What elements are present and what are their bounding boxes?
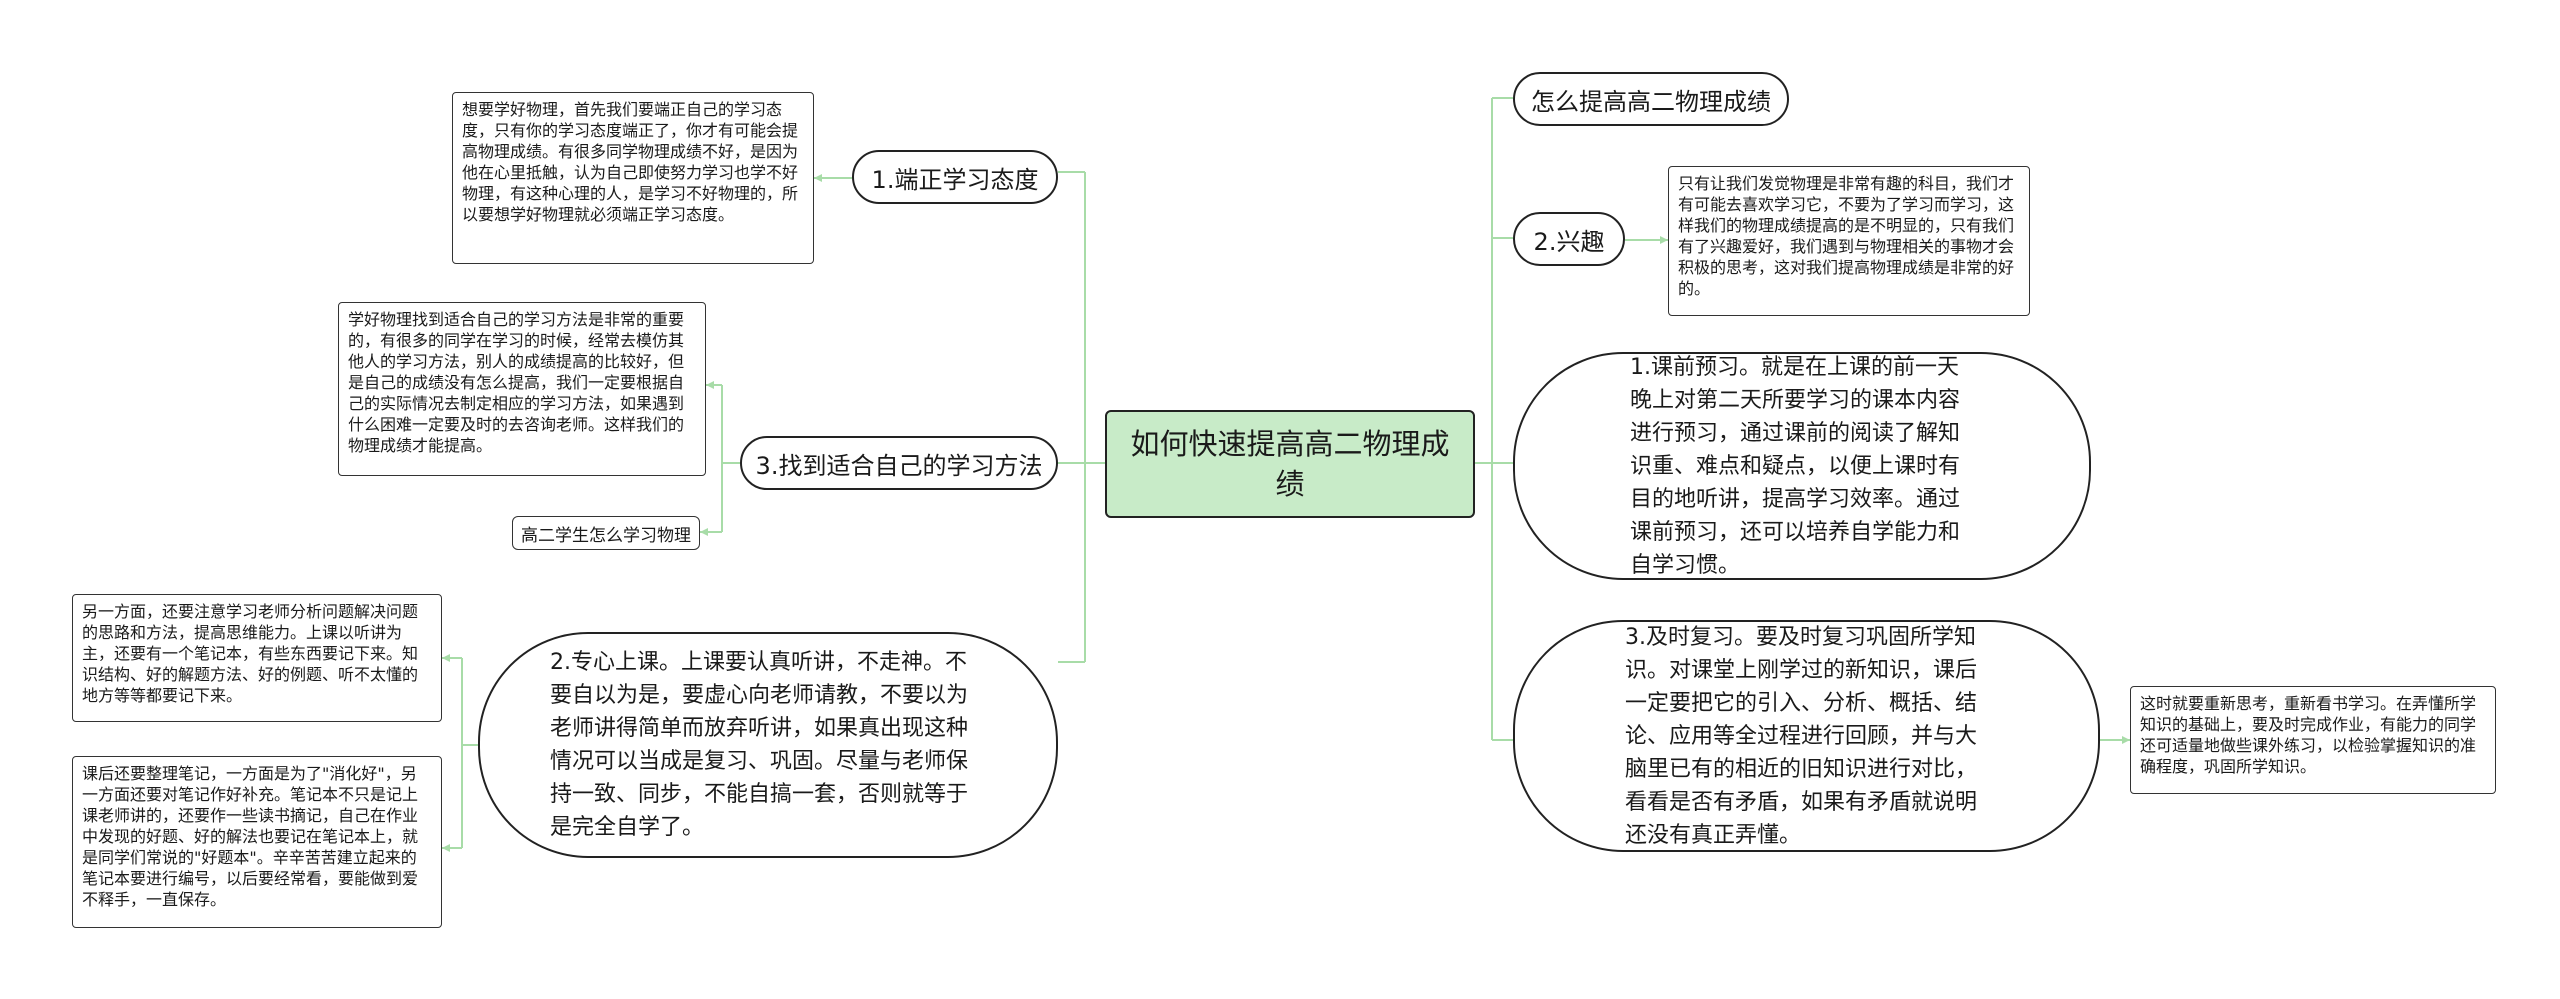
branch-focus[interactable]: 2.专心上课。上课要认真听讲，不走神。不要自以为是，要虚心向老师请教，不要以为老… — [478, 632, 1058, 858]
arrow-review-note — [2122, 736, 2130, 744]
subtopic-method-link[interactable]: 高二学生怎么学习物理 — [512, 516, 700, 550]
branch-method[interactable]: 3.找到适合自己的学习方法 — [740, 436, 1058, 490]
branch-focus-label: 2.专心上课。上课要认真听讲，不走神。不要自以为是，要虚心向老师请教，不要以为老… — [550, 650, 969, 840]
note-interest-text: 只有让我们发觉物理是非常有趣的科目，我们才有可能去喜欢学习它，不要为了学习而学习… — [1678, 174, 2015, 298]
note-method[interactable]: 学好物理找到适合自己的学习方法是非常的重要的，有很多的同学在学习的时候，经常去模… — [338, 302, 706, 476]
link-focus-sub — [461, 658, 478, 848]
arrow-method-note — [706, 381, 714, 389]
link-center-right-trunk — [1475, 98, 1493, 740]
note-review-text: 这时就要重新思考，重新看书学习。在弄懂所学知识的基础上，要及时完成作业，有能力的… — [2140, 694, 2477, 776]
note-attitude[interactable]: 想要学好物理，首先我们要端正自己的学习态度，只有你的学习态度端正了，你才有可能会… — [452, 92, 814, 264]
note-focus-2[interactable]: 课后还要整理笔记，一方面是为了"消化好"，另一方面还要对笔记作好补充。笔记本不只… — [72, 756, 442, 928]
branch-interest-label: 2.兴趣 — [1533, 227, 1605, 256]
link-center-left-trunk — [1084, 172, 1105, 662]
note-focus-1[interactable]: 另一方面，还要注意学习老师分析问题解决问题的思路和方法，提高思维能力。上课以听讲… — [72, 594, 442, 722]
arrow-attitude-note — [814, 174, 822, 182]
branch-method-label: 3.找到适合自己的学习方法 — [755, 451, 1043, 480]
note-method-text: 学好物理找到适合自己的学习方法是非常的重要的，有很多的同学在学习的时候，经常去模… — [348, 310, 685, 455]
branch-interest[interactable]: 2.兴趣 — [1513, 212, 1625, 266]
branch-preview-label: 1.课前预习。就是在上课的前一天晚上对第二天所要学习的课本内容进行预习，通过课前… — [1630, 354, 1961, 578]
note-focus-1-text: 另一方面，还要注意学习老师分析问题解决问题的思路和方法，提高思维能力。上课以听讲… — [82, 602, 419, 705]
branch-review[interactable]: 3.及时复习。要及时复习巩固所学知识。对课堂上刚学过的新知识，课后一定要把它的引… — [1513, 620, 2100, 852]
note-focus-2-text: 课后还要整理笔记，一方面是为了"消化好"，另一方面还要对笔记作好补充。笔记本不只… — [82, 764, 419, 909]
note-review[interactable]: 这时就要重新思考，重新看书学习。在弄懂所学知识的基础上，要及时完成作业，有能力的… — [2130, 686, 2496, 794]
arrow-focus-note2 — [442, 844, 450, 852]
branch-how-label: 怎么提高高二物理成绩 — [1531, 87, 1771, 116]
subtopic-method-link-label: 高二学生怎么学习物理 — [521, 525, 691, 546]
note-attitude-text: 想要学好物理，首先我们要端正自己的学习态度，只有你的学习态度端正了，你才有可能会… — [462, 100, 799, 224]
branch-review-label: 3.及时复习。要及时复习巩固所学知识。对课堂上刚学过的新知识，课后一定要把它的引… — [1625, 624, 1978, 848]
branch-attitude-label: 1.端正学习态度 — [871, 165, 1039, 194]
central-topic-title: 如何快速提高高二物理成绩 — [1130, 427, 1450, 501]
branch-preview[interactable]: 1.课前预习。就是在上课的前一天晚上对第二天所要学习的课本内容进行预习，通过课前… — [1513, 352, 2091, 580]
arrow-method-small — [700, 528, 708, 536]
arrow-interest-note — [1660, 236, 1668, 244]
arrow-focus-note1 — [442, 654, 450, 662]
branch-how[interactable]: 怎么提高高二物理成绩 — [1513, 72, 1789, 126]
link-method-sub — [721, 385, 740, 532]
note-interest[interactable]: 只有让我们发觉物理是非常有趣的科目，我们才有可能去喜欢学习它，不要为了学习而学习… — [1668, 166, 2030, 316]
central-topic[interactable]: 如何快速提高高二物理成绩 — [1105, 410, 1475, 518]
branch-attitude[interactable]: 1.端正学习态度 — [852, 150, 1058, 204]
